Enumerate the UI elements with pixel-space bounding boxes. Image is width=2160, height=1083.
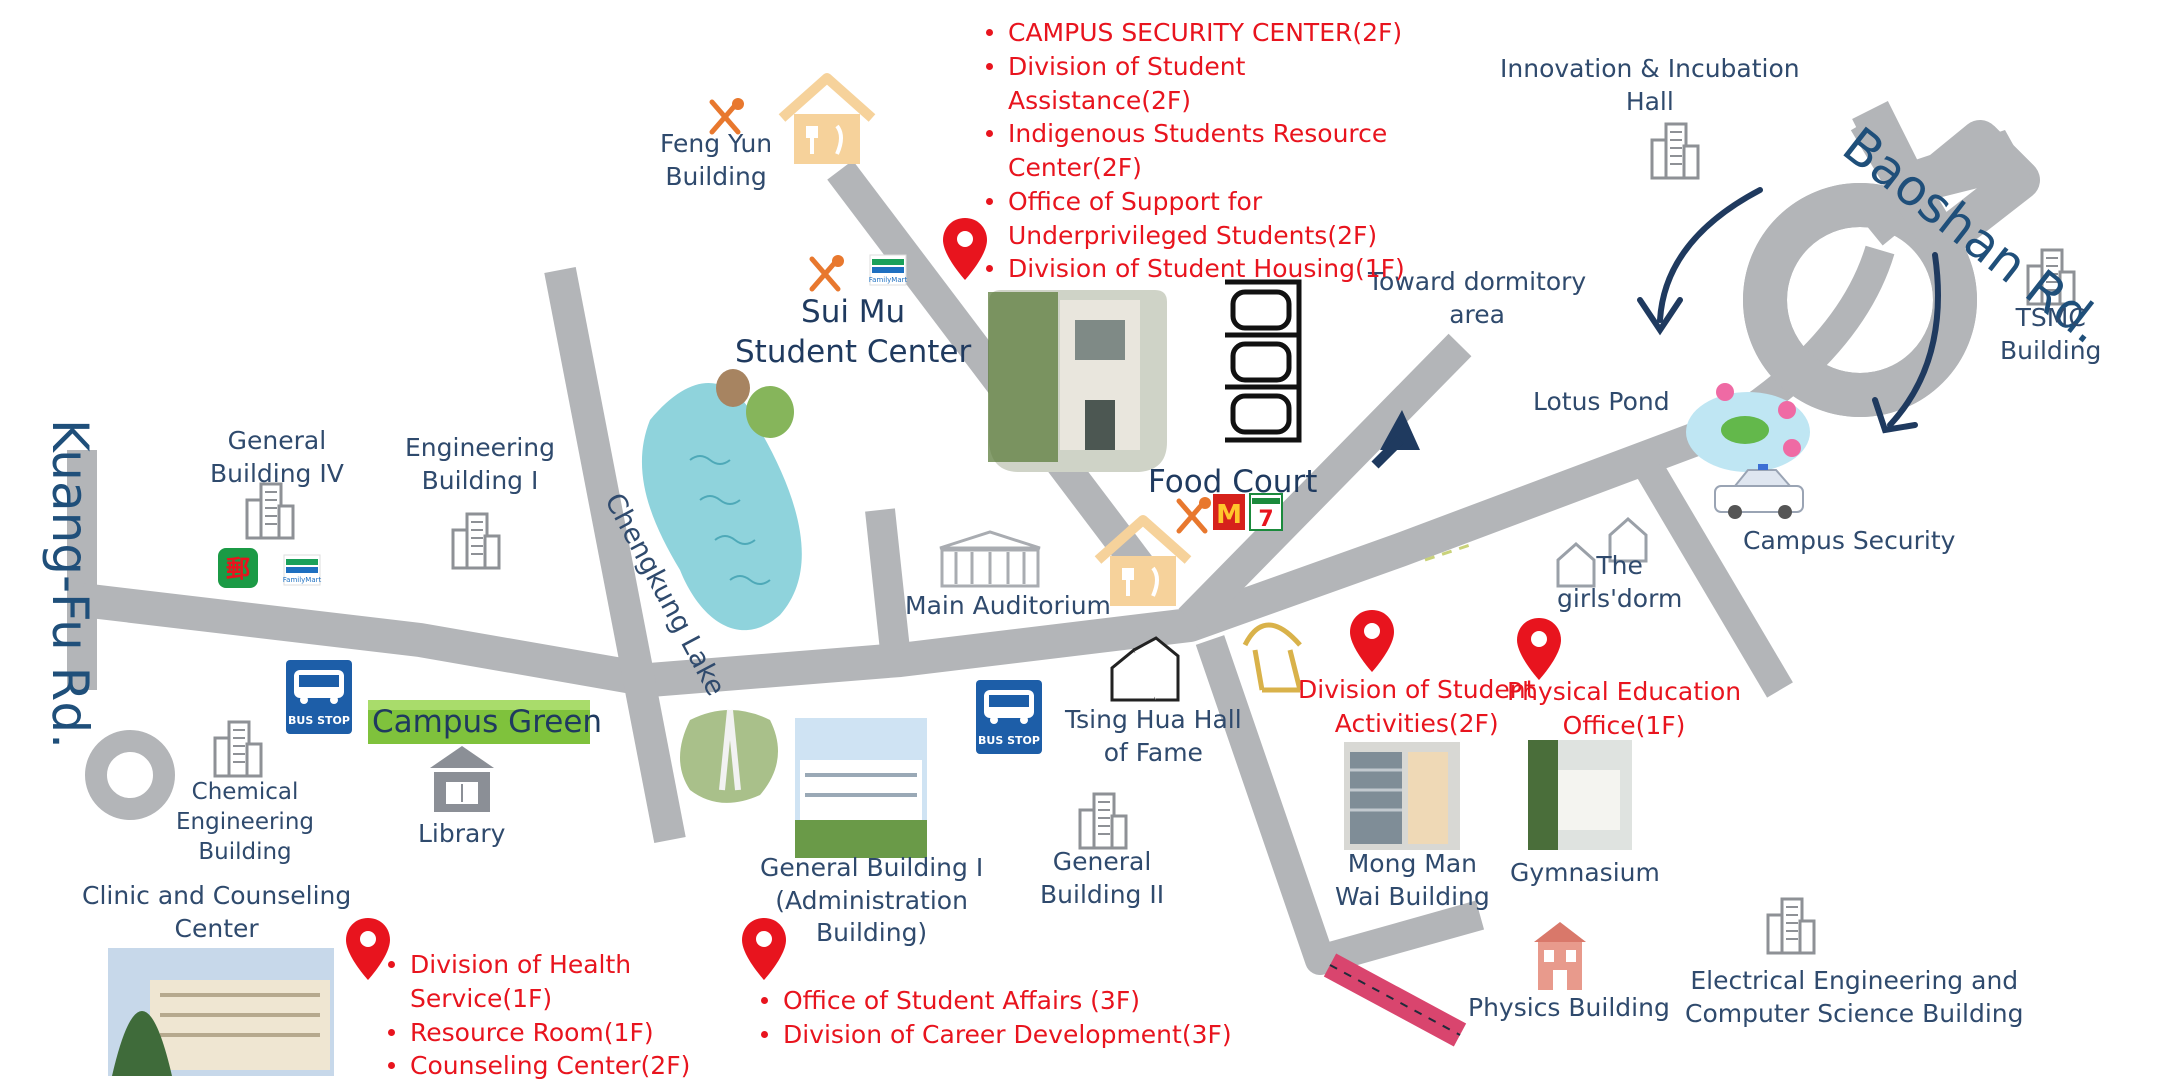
mcdonalds-icon: M (1213, 494, 1245, 530)
office-item-cont: Center(2F) (1008, 153, 1142, 182)
office-item: Division of Student (980, 50, 1405, 84)
office-item-cont: Service(1F) (410, 983, 553, 1013)
familymart-icon (282, 554, 322, 586)
office-item-cont: Underprivileged Students(2F) (1008, 220, 1378, 250)
roundabout-arrows (1637, 187, 1941, 434)
bus-stop-icon: BUS STOP (286, 660, 352, 734)
sui-mu-photo (988, 290, 1167, 472)
gymnasium-photo (1528, 740, 1632, 850)
office-building-icon (1766, 897, 1816, 955)
house-icon (1556, 516, 1648, 588)
office-building-icon (245, 482, 295, 540)
campus-security-label: Campus Security (1743, 526, 1956, 555)
main-auditorium-label: Main Auditorium (905, 591, 1111, 620)
physics-building-icon (1534, 922, 1586, 990)
bus-stop-icon: BUS STOP (976, 680, 1042, 754)
admin-building-photo (795, 718, 927, 858)
map-pin-icon[interactable] (1350, 610, 1394, 672)
office-item: Division of Student Housing(1F) (980, 252, 1405, 286)
monument-photo (680, 709, 778, 803)
office-item-cont: Assistance(2F) (1008, 85, 1192, 115)
familymart-icon (868, 254, 908, 286)
student-activities-label: Division of Student Activities(2F) (1298, 675, 1536, 738)
hall-icon (1110, 636, 1180, 702)
campus-green-label: Campus Green (372, 704, 603, 740)
svg-text:BUS STOP: BUS STOP (288, 714, 350, 727)
office-item: Resource Room(1F) (382, 1016, 690, 1050)
office-item: CAMPUS SECURITY CENTER(2F) (980, 16, 1405, 50)
library-icon (430, 746, 494, 812)
office-item: Office of Support for (980, 185, 1405, 219)
police-car-icon (1714, 464, 1804, 519)
sui-mu-office-list: CAMPUS SECURITY CENTER(2F) Division of S… (980, 16, 1405, 286)
office-building-icon (1078, 792, 1128, 850)
house-icon (782, 78, 872, 164)
admin-office-list: Office of Student Affairs (3F) Division … (755, 984, 1232, 1052)
office-item: Counseling Center(2F) (382, 1049, 690, 1083)
office-item: Division of Career Development(3F) (755, 1018, 1232, 1052)
svg-text:7: 7 (1258, 507, 1273, 532)
bridge-icon (1242, 622, 1303, 693)
kuang-fu-road-label: Kuang-Fu Rd. (41, 418, 99, 750)
svg-text:郵: 郵 (226, 555, 250, 583)
chengkung-lake (641, 369, 802, 631)
arrow-icon (1380, 410, 1420, 450)
restaurant-icon (812, 255, 844, 289)
clinic-photo (108, 948, 334, 1076)
clinic-office-list: Division of Health Service(1F) Resource … (382, 948, 690, 1083)
lotus-pond-label: Lotus Pond (1533, 387, 1670, 416)
physics-building-label: Physics Building (1468, 993, 1670, 1022)
restaurant-icon (712, 98, 744, 132)
office-item: Division of Health (382, 948, 690, 982)
office-building-icon (1650, 122, 1700, 180)
svg-text:M: M (1216, 500, 1242, 530)
office-building-icon (451, 512, 501, 570)
office-item: Indigenous Students Resource (980, 117, 1405, 151)
seven-eleven-icon: 7 (1249, 493, 1283, 532)
map-pin-icon[interactable] (1517, 618, 1561, 680)
office-building-icon (213, 720, 263, 778)
lotus-icon (1686, 383, 1810, 472)
gymnasium-label: Gymnasium (1510, 858, 1660, 887)
library-label: Library (418, 819, 506, 848)
path-segment (1323, 953, 1467, 1047)
food-court-label: Food Court (1148, 464, 1318, 500)
auditorium-icon (939, 530, 1041, 588)
mong-man-wai-photo (1344, 742, 1460, 850)
office-item: Office of Student Affairs (3F) (755, 984, 1232, 1018)
post-office-icon: 郵 (218, 548, 258, 588)
parking-icon (1225, 279, 1302, 443)
svg-text:BUS STOP: BUS STOP (978, 734, 1040, 747)
physical-education-label: Physical Education Office(1F) (1507, 677, 1742, 740)
